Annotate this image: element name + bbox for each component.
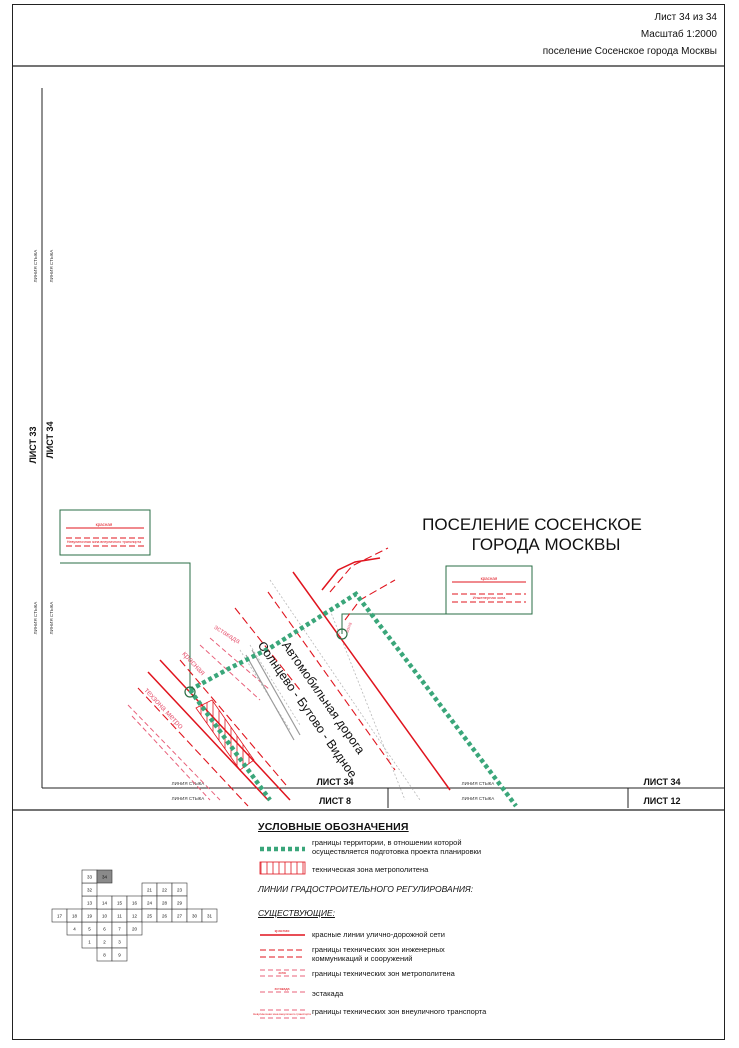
metro-zone-boundaries [127,637,271,801]
index-sheet-label: 31 [207,914,213,919]
junction-label-left-bottom-inner: ЛИНИЯ СТЫКА [49,602,54,635]
map-sheet-frame [12,4,725,1040]
index-sheet-label: 10 [102,914,108,919]
legend-sample-red-label: красная [275,928,290,933]
index-sheet-cell [126,921,143,936]
junction-label-bottom-1: ЛИНИЯ СТЫКА [172,781,205,786]
index-sheet-label: 29 [177,901,183,906]
index-sheet-label: 19 [87,914,93,919]
boundary-point-left [184,686,196,698]
index-sheet-label: 5 [88,927,91,932]
planning-boundary-left [188,688,272,802]
index-sheet-label: 3 [118,940,121,945]
existing-road-edges [239,579,421,801]
index-sheet-label: 23 [177,888,183,893]
index-sheet-cell [81,908,98,923]
junction-label-left-bottom-outer: ЛИНИЯ СТЫКА [33,602,38,635]
index-sheet-label: 26 [162,914,168,919]
legend-sample-metro-zone [259,861,306,875]
index-sheet-label: 27 [177,914,183,919]
index-sheet-label: 2 [103,940,106,945]
index-sheet-label: 13 [87,901,93,906]
index-sheet-cell [96,869,113,884]
index-sheet-label: 4 [73,927,76,932]
red-line-label: красная [180,649,207,677]
legend-sample-transport-label: Невулиночная зона внеуличного транспорта [253,1012,311,1016]
legend-sample-zone-label: зона [278,971,286,975]
index-sheet-label: 7 [118,927,121,932]
legend-estacade-text: эстакада [312,989,344,998]
index-sheet-label: 6 [103,927,106,932]
sheet-number: Лист 34 из 34 [654,12,717,23]
index-sheet-cell [171,895,188,910]
index-sheet-label: 30 [192,914,198,919]
junction-label-bottom-3: ЛИНИЯ СТЫКА [462,781,495,786]
sheet-34-right-label: ЛИСТ 34 [643,777,680,787]
legend-metro-zone-boundaries-text: границы технических зон метрополитена [312,969,455,978]
engineering-zone-map-label: зона [344,621,353,633]
legend-existing-heading: СУЩЕСТВУЮЩИЕ: [258,908,335,918]
map-scale: Масштаб 1:2000 [640,29,717,40]
index-sheet-label: 12 [132,914,138,919]
index-sheet-label: 25 [147,914,153,919]
planning-boundary [188,591,518,808]
sheet-34-left-label: ЛИСТ 34 [45,421,55,458]
road-name-line-2: Солнцево - Бутово - Видное [255,639,360,781]
index-sheet-label: 15 [117,901,123,906]
estacade-label: эстакада [213,624,242,645]
index-sheet-label: 1 [88,940,91,945]
legend-red-lines-text: красные линии улично-дорожной сети [312,930,445,939]
callout-right-leader [341,613,446,634]
callout-left-box [59,509,151,556]
sheet-33-label: ЛИСТ 33 [28,426,38,463]
legend-sample-estacade-label: эстакада [275,987,290,991]
legend-title: УСЛОВНЫЕ ОБОЗНАЧЕНИЯ [258,821,409,833]
callout-right-engineering-label: Инженерная зона [473,595,507,600]
index-sheet-label: 28 [162,901,168,906]
callout-left-red-label: красная [96,522,113,527]
index-sheet-label: 34 [102,875,108,880]
junction-label-left-top-outer: ЛИНИЯ СТЫКА [33,250,38,283]
index-sheet-label: 17 [57,914,63,919]
legend-samples: красная зона эстакада Невулиночная зона … [253,846,311,1019]
index-sheet-cell [201,908,218,923]
index-sheet-cell [111,947,128,962]
junction-label-left-top-inner: ЛИНИЯ СТЫКА [49,250,54,283]
settlement-name: поселение Сосенское города Москвы [542,46,717,57]
area-title-line-1: ПОСЕЛЕНИЕ СОСЕНСКОЕ [422,515,642,534]
sheet-34-bottom-label: ЛИСТ 34 [316,777,353,787]
legend-transport-zones-text: границы технических зон внеуличного тран… [312,1007,487,1016]
estacade-track [245,649,301,741]
index-sheet-label: 16 [132,901,138,906]
sheet-8-label: ЛИСТ 8 [319,796,351,806]
index-sheet-label: 14 [102,901,108,906]
index-sheet-label: 21 [147,888,153,893]
legend-engineering-zones-text: границы технических зон инженерных комму… [312,945,445,963]
legend-regulation-heading: ЛИНИИ ГРАДОСТРОИТЕЛЬНОГО РЕГУЛИРОВАНИЯ: [258,884,474,894]
index-sheet-label: 11 [117,914,122,919]
index-sheet-label: 24 [147,901,153,906]
callout-right-box [445,565,533,615]
callout-right-red-label: красная [481,576,498,581]
index-sheet-label: 9 [118,953,121,958]
legend-planning-boundary-text: границы территории, в отношении которой … [312,838,482,856]
red-lines [147,557,451,801]
index-sheet-label: 8 [103,953,106,958]
area-title-line-2: ГОРОДА МОСКВЫ [472,535,621,554]
index-sheet-label: 33 [87,875,93,880]
index-sheet-label: 18 [72,914,78,919]
legend-metro-zone-text: техническая зона метрополитена [312,865,429,874]
metro-zone-label: техзона метро [142,686,185,731]
callout-left-leader [150,562,191,690]
junction-label-bottom-4: ЛИНИЯ СТЫКА [462,796,495,801]
index-sheet-label: 22 [162,888,168,893]
index-sheet-label: 20 [132,927,138,932]
junction-label-bottom-2: ЛИНИЯ СТЫКА [172,796,205,801]
callout-left-transport-label: Невулиночная зона внеуличного транспорта [67,540,141,544]
index-sheet-label: 32 [87,888,93,893]
boundary-point-right [336,628,348,640]
sheet-12-label: ЛИСТ 12 [643,796,680,806]
